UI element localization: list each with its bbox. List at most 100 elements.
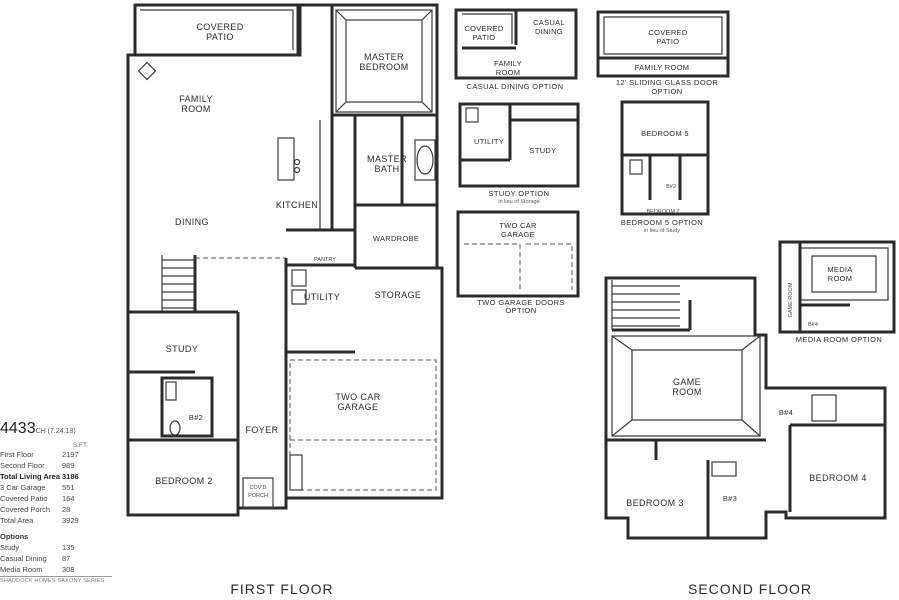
garage-option-1: TWO CAR — [499, 221, 537, 230]
area-row: 3 Car Garage 551 — [0, 482, 118, 493]
second-floor-labels: GAME ROOM B#4 BEDROOM 4 B#3 BEDROOM 3 SE… — [626, 377, 867, 597]
bedroom5-option-caption: BEDROOM 5 OPTION — [621, 218, 703, 227]
garage-option-2: GARAGE — [501, 230, 535, 239]
label-porch-1: COV'D — [250, 485, 267, 491]
label-utility: UTILITY — [304, 292, 340, 302]
casual-dining-option: COVERED PATIO CASUAL DINING FAMILY ROOM … — [454, 8, 578, 91]
label-bedroom-3: BEDROOM 3 — [626, 498, 684, 508]
garage-doors-option: TWO CAR GARAGE TWO GARAGE DOORS OPTION — [456, 210, 580, 315]
area-label: Covered Porch — [0, 505, 51, 514]
label-kitchen: KITCHEN — [276, 200, 318, 210]
second-floor-title: SECOND FLOOR — [688, 581, 812, 597]
casual-family-1: FAMILY — [494, 59, 522, 68]
plan-number-value: 4433 — [0, 420, 36, 437]
label-bedroom-4: BEDROOM 4 — [809, 473, 867, 483]
label-porch-2: PORCH — [248, 493, 268, 499]
area-row: First Floor 2197 — [0, 449, 118, 460]
label-bath-3: B#3 — [723, 494, 737, 503]
area-label: Second Floor — [0, 461, 45, 470]
label-bedroom-2: BEDROOM 2 — [155, 476, 213, 486]
sliding-covered-patio-1: COVERED — [648, 28, 687, 37]
label-foyer: FOYER — [245, 425, 278, 435]
media-option-game: GAME ROOM — [788, 282, 794, 317]
option-label: Casual Dining — [0, 554, 47, 563]
label-garage-1: TWO CAR — [335, 392, 380, 402]
bedroom5-option-room: BEDROOM 5 — [641, 129, 689, 138]
option-value: 87 — [62, 554, 71, 563]
area-value: 551 — [62, 483, 75, 492]
study-option-study: STUDY — [530, 146, 557, 155]
casual-dining-1: CASUAL — [533, 18, 565, 27]
area-value: 3929 — [62, 516, 79, 525]
label-family-1: FAMILY — [179, 94, 213, 104]
label-master-bedroom-1: MASTER — [364, 52, 404, 62]
study-option-sub: in lieu of Storage — [498, 199, 539, 205]
area-row: Total Area 3929 — [0, 515, 118, 526]
area-row: Covered Patio 164 — [0, 493, 118, 504]
area-label: First Floor — [0, 450, 34, 459]
plan-code: CH (7.24.18) — [35, 428, 76, 435]
area-value: 28 — [62, 505, 71, 514]
label-master-bedroom-2: BEDROOM — [359, 62, 408, 72]
plan-number: 4433CH (7.24.18) — [0, 420, 118, 441]
label-dining: DINING — [175, 217, 209, 227]
bedroom5-option: BEDROOM 5 B#2 BEDROOM 2 BEDROOM 5 OPTION… — [620, 100, 710, 234]
option-value: 135 — [62, 543, 75, 552]
area-label: 3 Car Garage — [0, 483, 46, 492]
sliding-covered-patio-2: PATIO — [657, 37, 680, 46]
label-covered-patio-2: PATIO — [206, 32, 234, 42]
casual-family-2: ROOM — [496, 68, 521, 77]
area-label: Total Living Area — [0, 472, 61, 481]
label-study: STUDY — [166, 344, 199, 354]
label-garage-2: GARAGE — [338, 402, 379, 412]
option-value: 308 — [62, 565, 75, 574]
label-pantry: PANTRY — [314, 257, 336, 263]
study-option: UTILITY STUDY STUDY OPTION in lieu of St… — [458, 102, 580, 205]
area-value: 2197 — [62, 450, 79, 459]
sliding-caption-1: 12' SLIDING GLASS DOOR — [616, 78, 719, 87]
divider — [0, 576, 112, 577]
sqft-header-label: S.FT. — [72, 442, 88, 449]
label-family-2: ROOM — [181, 104, 211, 114]
area-label: Covered Patio — [0, 494, 48, 503]
series-name: SHADDOCK HOMES SAXONY SERIES — [0, 578, 105, 584]
casual-dining-2: DINING — [535, 27, 563, 36]
area-value: 164 — [62, 494, 75, 503]
sliding-family-room: FAMILY ROOM — [635, 63, 690, 72]
media-option-2: ROOM — [828, 274, 853, 283]
area-label: Total Area — [0, 516, 34, 525]
option-row: Media Room 308 — [0, 564, 118, 575]
label-wardrobe: WARDROBE — [373, 234, 419, 243]
option-label: Media Room — [0, 565, 43, 574]
label-master-bath-1: MASTER — [367, 154, 407, 164]
sliding-door-option: COVERED PATIO FAMILY ROOM 12' SLIDING GL… — [596, 10, 730, 96]
label-game-room-1: GAME — [673, 377, 701, 387]
casual-dining-caption: CASUAL DINING OPTION — [467, 82, 564, 91]
label-storage: STORAGE — [375, 290, 422, 300]
option-label: Study — [0, 543, 20, 552]
label-master-bath-2: BATH — [375, 164, 400, 174]
media-option-b4: B#4 — [808, 322, 818, 328]
sqft-header: S.FT. — [0, 442, 118, 449]
label-bath-4: B#4 — [779, 408, 793, 417]
second-floor-plan — [604, 276, 887, 540]
label-covered-patio-1: COVERED — [196, 22, 243, 32]
study-option-caption: STUDY OPTION — [489, 189, 550, 198]
first-floor-labels: COVERED PATIO FAMILY ROOM MASTER BEDROOM… — [155, 22, 421, 597]
sliding-caption-2: OPTION — [651, 87, 682, 96]
label-game-room-2: ROOM — [672, 387, 702, 397]
option-row: Study 135 — [0, 542, 118, 553]
bedroom5-option-b2: B#2 — [666, 184, 676, 190]
area-row: Covered Porch 28 — [0, 504, 118, 515]
option-row: Casual Dining 87 — [0, 553, 118, 564]
area-value: 989 — [62, 461, 75, 470]
media-room-option: MEDIA ROOM GAME ROOM B#4 MEDIA ROOM OPTI… — [778, 240, 896, 344]
casual-covered-patio-1: COVERED — [464, 24, 503, 33]
first-floor-title: FIRST FLOOR — [230, 581, 333, 597]
area-row: Second Floor 989 — [0, 460, 118, 471]
